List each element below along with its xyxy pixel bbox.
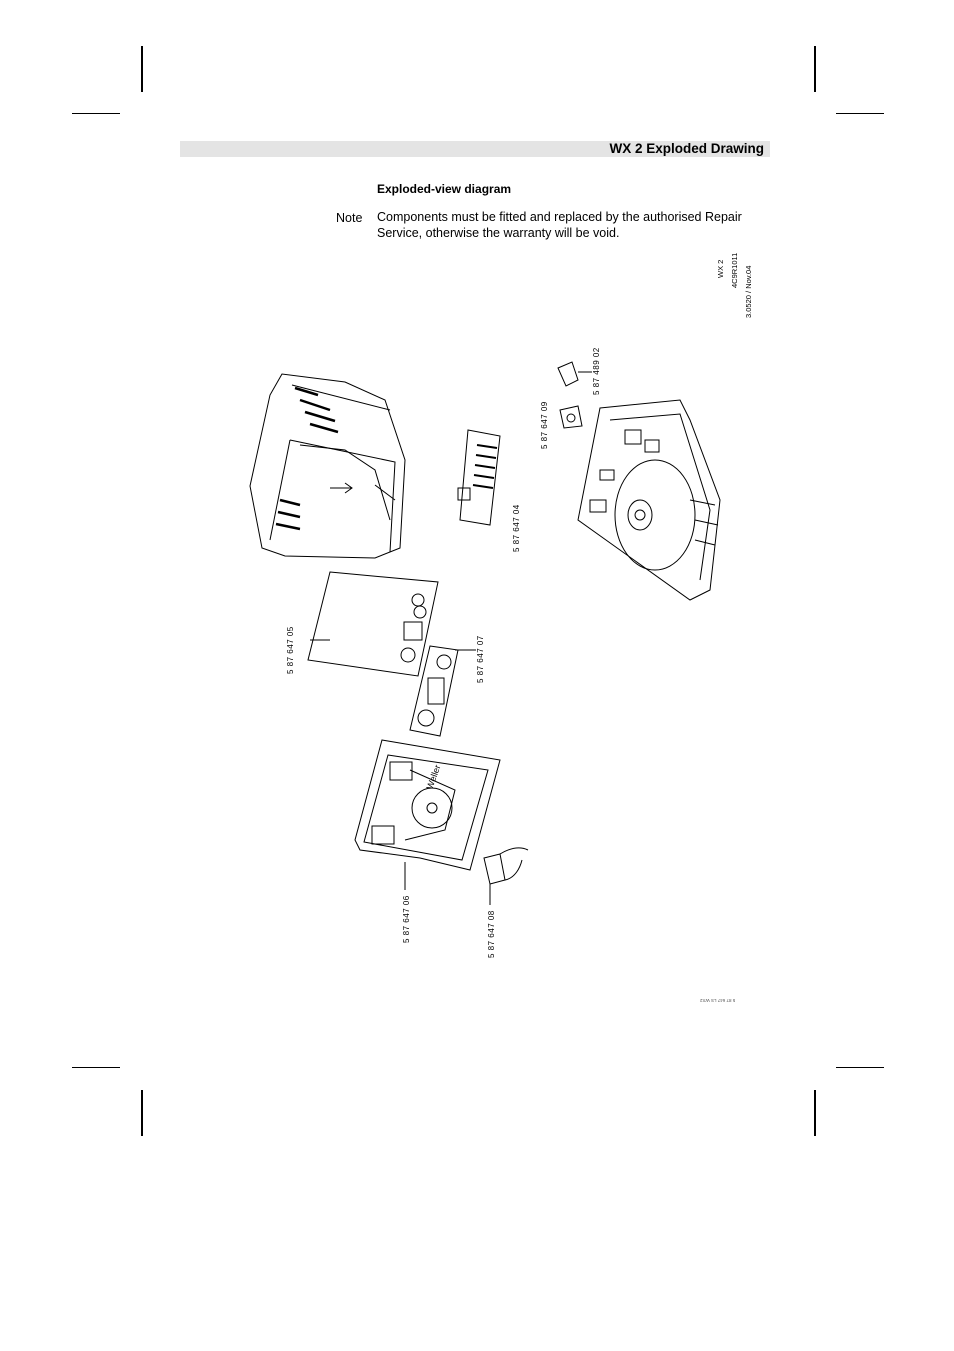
crop-mark-top-right-horizontal [836, 113, 884, 114]
brand-mark: Weller [424, 763, 442, 790]
circuit-board [307, 571, 439, 677]
crop-mark-bottom-right-horizontal [836, 1067, 884, 1068]
crop-mark-top-left-horizontal [72, 113, 120, 114]
crop-mark-top-right-vertical [814, 46, 816, 92]
crop-mark-top-left-vertical [141, 46, 143, 92]
note-text: Components must be fitted and replaced b… [377, 210, 742, 240]
crop-mark-bottom-left-horizontal [72, 1067, 120, 1068]
section-heading: Exploded-view diagram [377, 182, 512, 196]
connector-panel [409, 645, 476, 737]
cable-clip [483, 847, 529, 905]
header-bar: WX 2 Exploded Drawing [180, 141, 770, 157]
connector-strip [457, 429, 501, 526]
front-panel: Weller [354, 739, 501, 890]
small-connector [557, 361, 592, 387]
page-title: WX 2 Exploded Drawing [609, 141, 764, 156]
crop-mark-bottom-right-vertical [814, 1090, 816, 1136]
crop-mark-bottom-left-vertical [141, 1090, 143, 1136]
socket-part [559, 405, 583, 429]
base-unit [577, 399, 721, 601]
housing-cover [249, 373, 406, 559]
note-label: Note [336, 211, 363, 225]
